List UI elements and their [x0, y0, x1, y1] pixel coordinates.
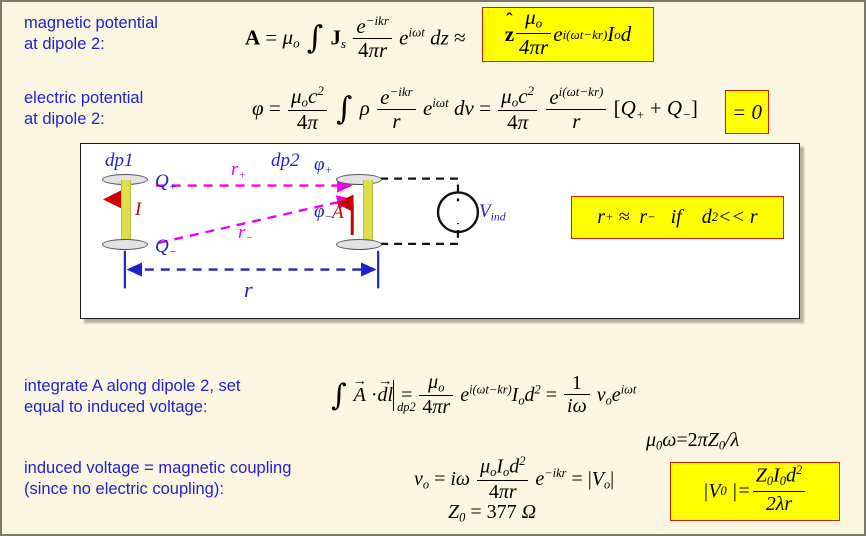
r-plus-label: r+ — [231, 159, 247, 182]
electric-potential-label: electric potential at dipole 2: — [24, 89, 144, 128]
dipole1-rod — [121, 180, 131, 244]
induced-voltage-label: Vind — [479, 201, 506, 224]
r-minus-ray — [158, 195, 353, 245]
charge-minus-label: Q− — [155, 236, 177, 259]
magnetic-potential-equation: A = μo ∫ Js e−ikr 4πr eiωt dz ≈ — [245, 12, 466, 62]
vector-potential-label: A — [332, 202, 344, 223]
magnetic-potential-label: magnetic potential at dipole 2: — [24, 14, 158, 53]
integrate-label: integrate A along dipole 2, set equal to… — [24, 377, 241, 416]
circuit-wire-bottom — [380, 223, 460, 245]
electric-potential-equation: φ = μoc2 4π ∫ ρ e−ikr r eiωt dv = μoc2 4… — [252, 82, 698, 134]
dipole2-label: dp2 — [271, 150, 300, 171]
distance-label-r: r — [244, 277, 253, 302]
impedance-equation: Z0 = 377 Ω — [448, 501, 537, 525]
dipole2-bottom-plate — [336, 239, 382, 250]
electric-potential-zero-highlight: = 0 — [725, 90, 769, 134]
induced-voltage-equation: vo = iω μoIod2 4πr e−ikr = |Vo| — [414, 454, 615, 503]
diagram-vector-overlay — [102, 177, 480, 289]
current-label: I — [135, 199, 142, 220]
phi-plus-label: φ+ — [314, 154, 333, 177]
induced-voltage-source-symbol — [436, 191, 480, 234]
charge-plus-label: Q+ — [155, 171, 177, 194]
dipole-coupling-diagram: dp1 dp2 Q+ Q− I A r+ r− φ+ φ− Vind r r+ … — [80, 143, 800, 319]
magnetic-potential-result-highlight: z μo 4πr ei(ωt−kr)Iod — [482, 5, 654, 62]
r-minus-label: r− — [238, 222, 254, 245]
dipole1-label: dp1 — [105, 150, 134, 171]
phi-minus-label: φ− — [314, 201, 333, 224]
integrate-equation: ∫ A ·dldp2 = μo 4πr ei(ωt−kr)Iod2 = 1 iω… — [329, 372, 636, 419]
induced-voltage-label-text: induced voltage = magnetic coupling (sin… — [24, 459, 292, 498]
dipole1-bottom-plate — [102, 239, 148, 250]
dipole2-rod — [363, 180, 373, 244]
mu-omega-note: μ0ω=2πZ0/λ — [646, 429, 740, 453]
circuit-wire-top — [380, 177, 460, 202]
dipole2-top-plate — [336, 174, 382, 185]
